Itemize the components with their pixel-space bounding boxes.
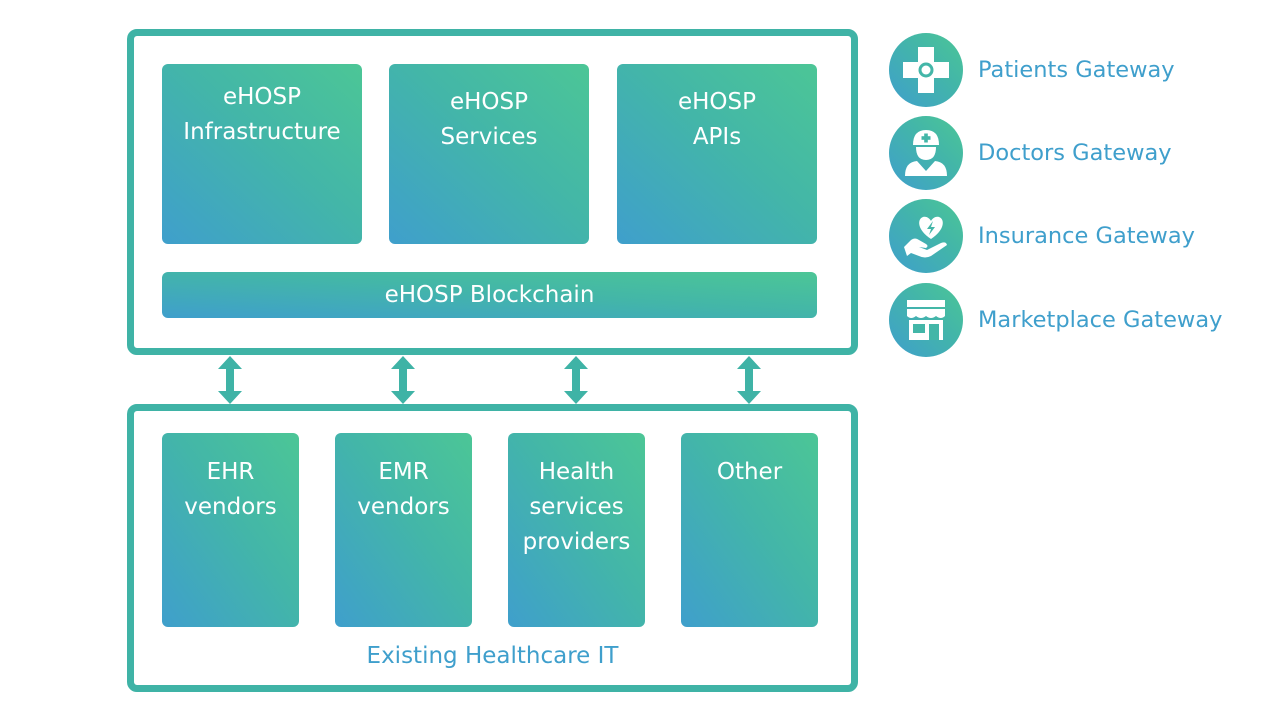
emr-vendors-tile: EMR vendors xyxy=(335,433,472,627)
marketplace-gateway-label: Marketplace Gateway xyxy=(978,307,1223,333)
tile-line: Other xyxy=(716,459,783,485)
bidirectional-arrow-icon xyxy=(564,356,588,404)
tile-line: Infrastructure xyxy=(183,119,341,145)
tile-line: EHR xyxy=(206,459,255,485)
tile-line: providers xyxy=(522,529,631,555)
tile-line: eHOSP xyxy=(677,89,757,115)
doctors-gateway-label: Doctors Gateway xyxy=(978,140,1172,166)
medical-cross-icon xyxy=(889,33,963,107)
other-tile: Other xyxy=(681,433,818,627)
ehosp-blockchain-bar: eHOSP Blockchain xyxy=(162,272,817,318)
health-services-providers-tile: Health services providers xyxy=(508,433,645,627)
tile-line: services xyxy=(529,494,624,520)
ehosp-services-tile: eHOSP Services xyxy=(389,64,589,244)
bidirectional-arrow-icon xyxy=(391,356,415,404)
existing-healthcare-it-caption: Existing Healthcare IT xyxy=(366,643,619,669)
tile-line: Services xyxy=(440,124,538,150)
tile-line: Health xyxy=(538,459,615,485)
patients-gateway-label: Patients Gateway xyxy=(978,57,1175,83)
ehr-vendors-tile: EHR vendors xyxy=(162,433,299,627)
bidirectional-arrow-icon xyxy=(218,356,242,404)
tile-line: eHOSP xyxy=(449,89,529,115)
ehosp-apis-tile: eHOSP APIs xyxy=(617,64,817,244)
tile-line: vendors xyxy=(184,494,277,520)
heart-in-hand-icon xyxy=(889,199,963,273)
storefront-icon xyxy=(889,283,963,357)
tile-line: eHOSP xyxy=(222,84,302,110)
bidirectional-arrow-icon xyxy=(737,356,761,404)
tile-line: EMR xyxy=(378,459,429,485)
tile-line: vendors xyxy=(357,494,450,520)
ehosp-infrastructure-tile: eHOSP Infrastructure xyxy=(162,64,362,244)
doctor-icon xyxy=(889,116,963,190)
insurance-gateway-label: Insurance Gateway xyxy=(978,223,1195,249)
tile-line: APIs xyxy=(692,124,742,150)
